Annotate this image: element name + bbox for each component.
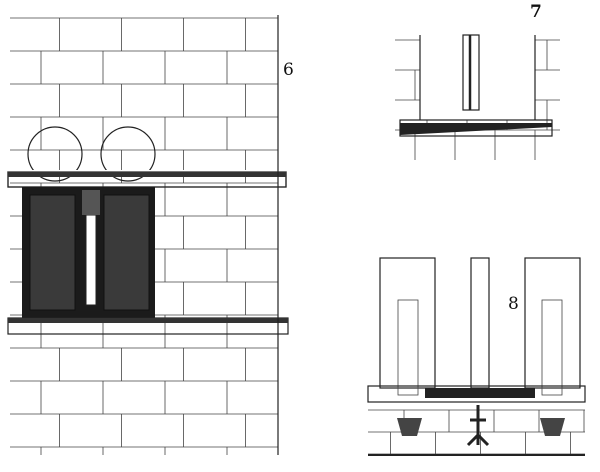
pier-right — [524, 257, 581, 389]
oculus-right — [100, 126, 156, 182]
figure-label-6: 6 — [283, 60, 294, 80]
figure-6-wall-elevation — [7, 15, 289, 455]
shutter-right — [103, 194, 150, 311]
carved-ornament — [466, 405, 490, 447]
corbel-right — [540, 418, 565, 436]
central-column — [85, 214, 97, 306]
figure-8-sill-with-corbels — [367, 255, 586, 456]
figure-7-sill-detail — [395, 34, 560, 160]
pier-left — [379, 257, 436, 389]
shutter-left — [29, 194, 76, 311]
figure-label-8: 8 — [508, 294, 519, 314]
corbel-left — [397, 418, 422, 436]
figure-label-7: 7 — [530, 2, 542, 22]
column-capital — [82, 190, 100, 215]
oculus-left — [27, 126, 83, 182]
sill-ledge — [367, 385, 586, 403]
